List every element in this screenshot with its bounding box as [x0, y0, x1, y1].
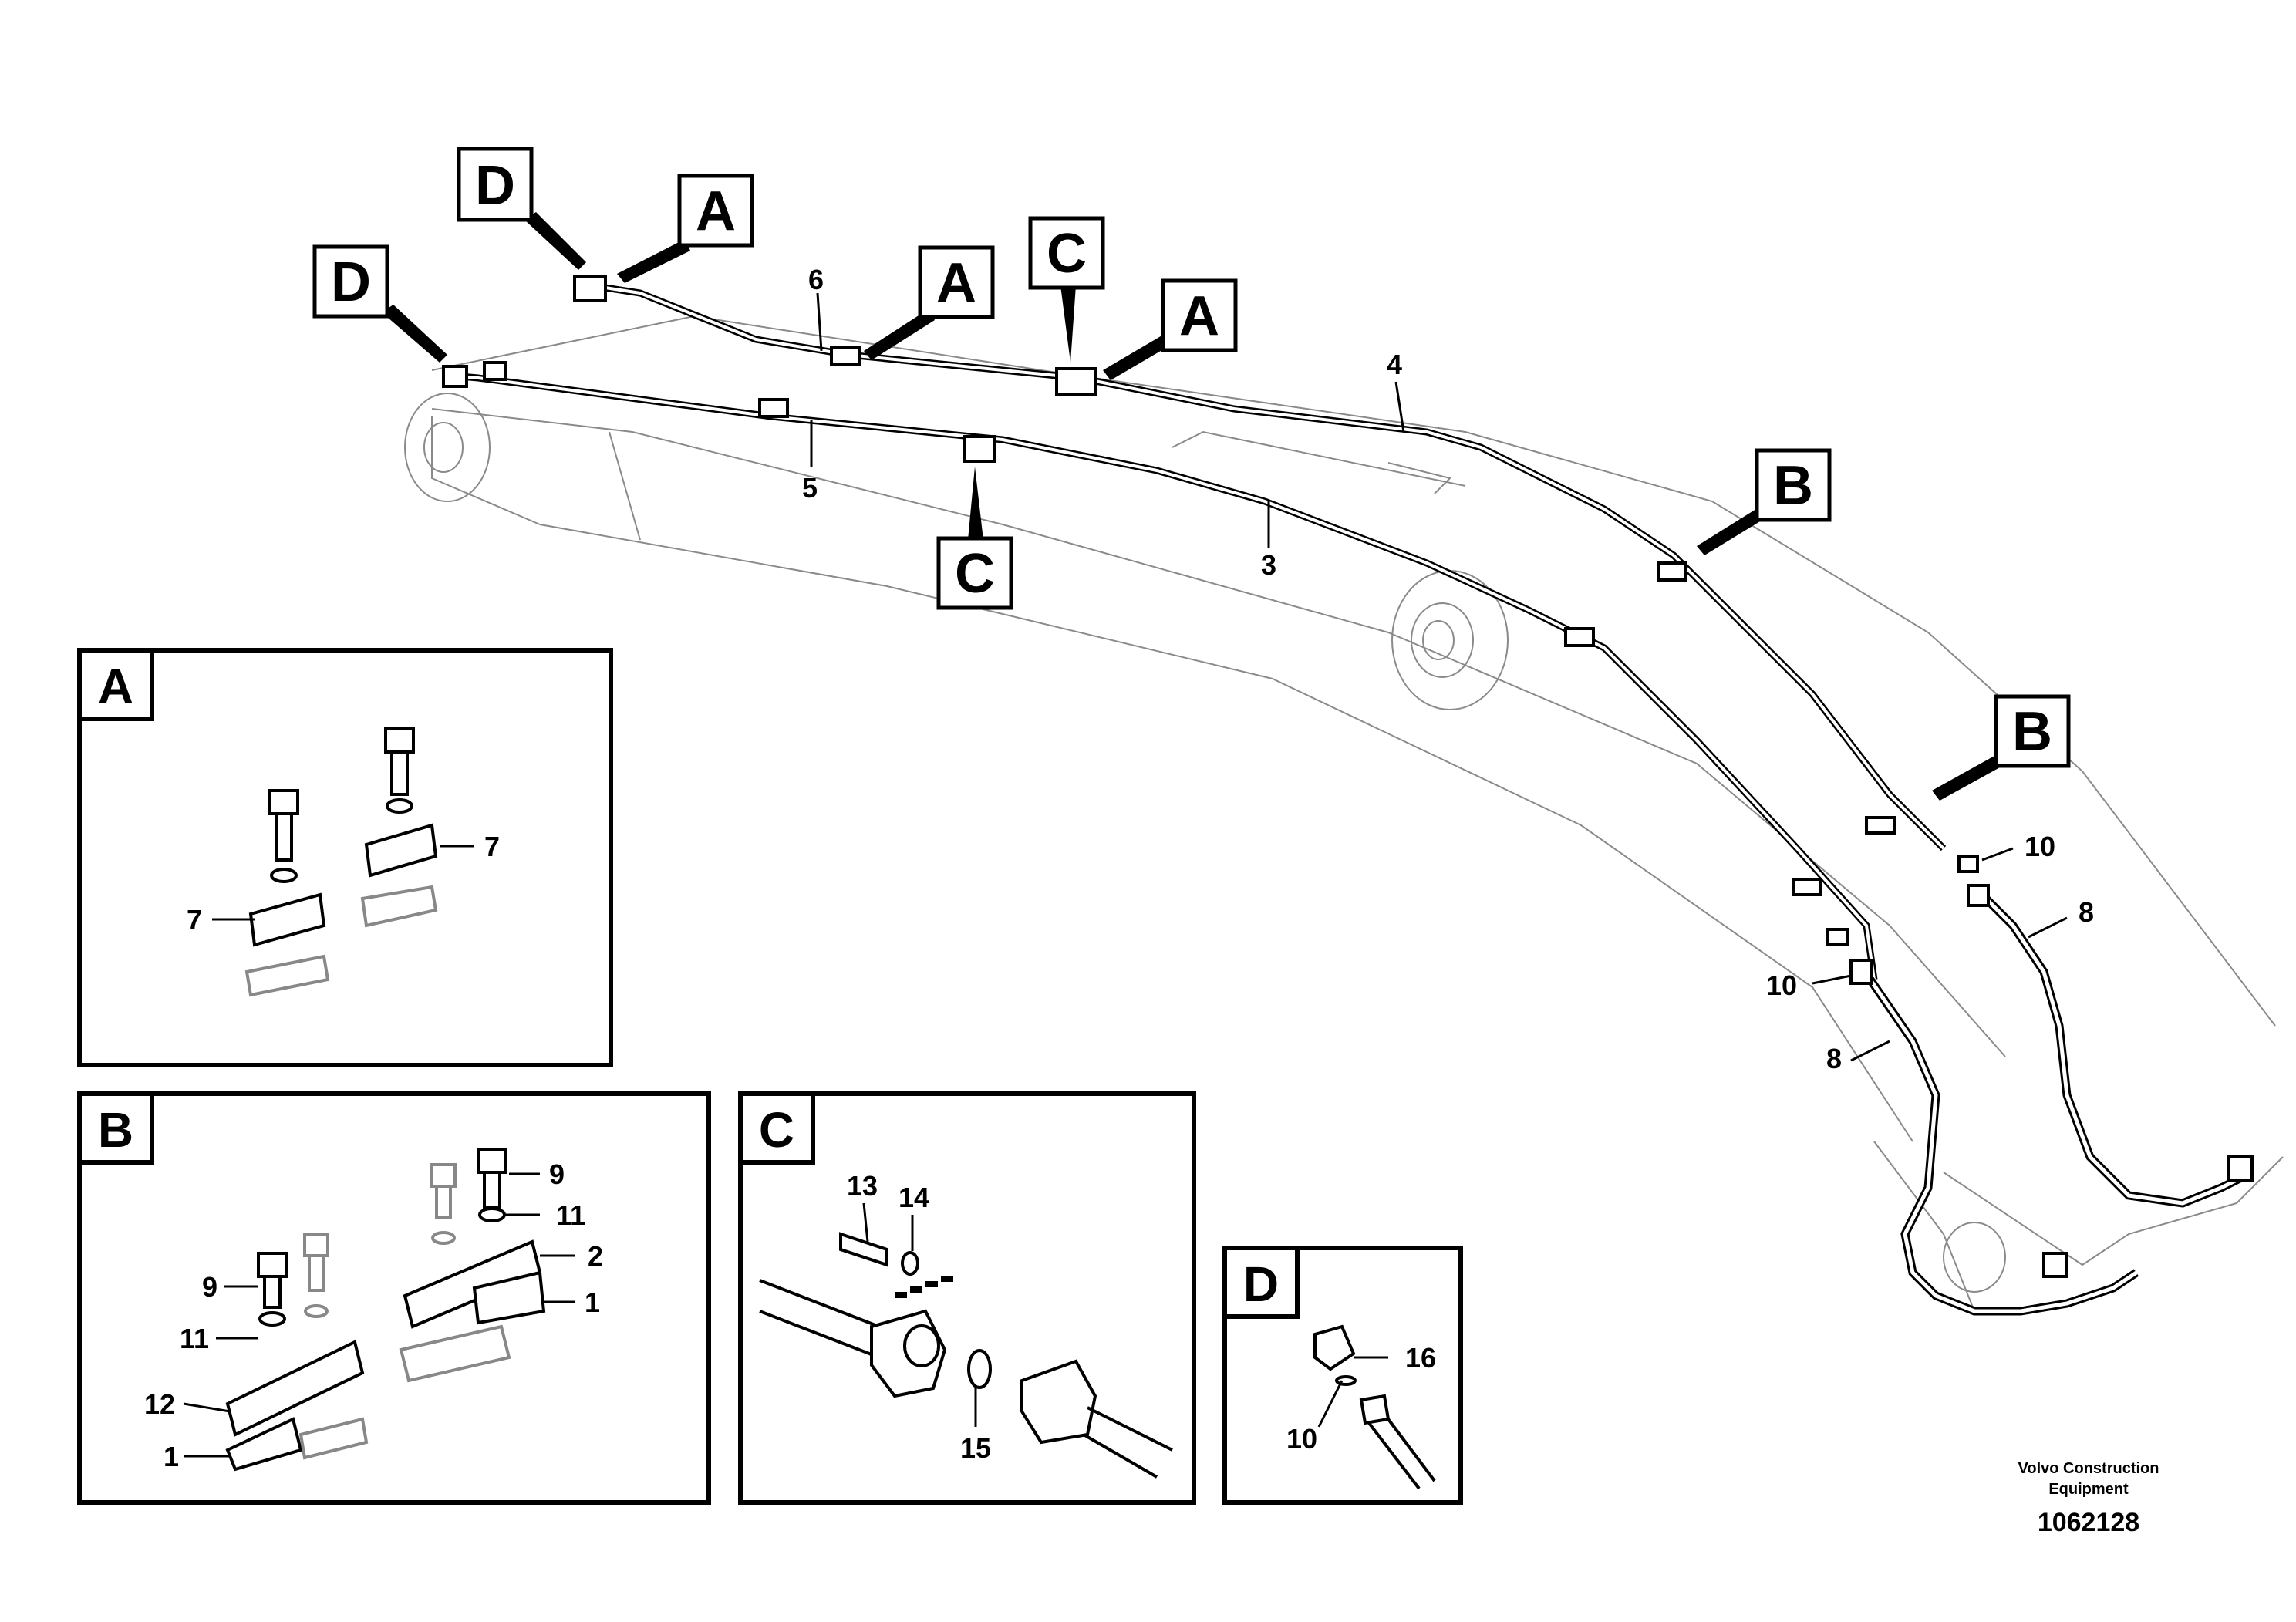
inset-c-label-15: 15: [960, 1432, 991, 1464]
callout-d-top: D: [457, 147, 586, 270]
inset-b-label-9-left: 9: [202, 1271, 217, 1303]
main-position-numbers: 6 4 5 3 10 8 10 8: [802, 264, 2094, 1074]
inset-d-label-10: 10: [1286, 1423, 1317, 1455]
brand-footer: Volvo Construction Equipment 1062128: [2018, 1460, 2159, 1537]
inset-b-label-1-left: 1: [164, 1441, 179, 1472]
brand-line-1: Volvo Construction: [2018, 1460, 2159, 1477]
callout-c-bottom: C: [936, 467, 1013, 610]
callout-d-left: D: [312, 244, 447, 363]
inset-b: B 9 11 2 1: [77, 1091, 711, 1505]
callout-a-mid-label: A: [936, 252, 976, 314]
inset-a-label-7-right: 7: [484, 831, 500, 862]
inset-d-label-16: 16: [1405, 1342, 1436, 1374]
inset-a-letter: A: [98, 659, 133, 714]
callout-b-upper: B: [1697, 448, 1832, 555]
inset-a-label-7-left: 7: [187, 904, 202, 936]
callout-c-top-label: C: [1047, 223, 1087, 285]
callout-a-mid: A: [864, 245, 995, 360]
inset-c-parts: [759, 1232, 1173, 1479]
pos-10-left: 10: [1766, 969, 1797, 1001]
callout-a-top: A: [617, 174, 754, 283]
hose-8-right: [1971, 884, 2254, 1208]
pos-8-right: 8: [2079, 896, 2094, 928]
inset-c-dash: [895, 1276, 953, 1298]
callout-a-top-label: A: [696, 180, 736, 242]
inset-d-parts: [1313, 1324, 1436, 1490]
inset-b-label-2: 2: [588, 1240, 603, 1272]
pos-8-left: 8: [1826, 1043, 1842, 1074]
inset-b-parts: [225, 1148, 546, 1472]
inset-a-parts: [244, 727, 438, 997]
inset-c: C 13 14 15: [738, 1091, 1196, 1505]
pipe-5: [450, 372, 1878, 980]
callout-b-lower: B: [1932, 694, 2071, 801]
callout-a-right-label: A: [1179, 285, 1219, 347]
inset-c-label-13: 13: [847, 1170, 878, 1202]
pos-6: 6: [808, 264, 824, 295]
callout-c-top: C: [1028, 216, 1105, 363]
callout-c-bottom-label: C: [955, 543, 995, 605]
pipe-clamps: [442, 275, 2254, 1278]
pos-4: 4: [1387, 349, 1402, 380]
callout-b-upper-label: B: [1773, 455, 1813, 517]
callout-d-top-label: D: [475, 155, 515, 217]
hose-8-left: [1866, 976, 2139, 1316]
brand-line-2: Equipment: [2048, 1481, 2129, 1498]
inset-b-label-11-right: 11: [556, 1199, 585, 1231]
inset-d-letter: D: [1243, 1256, 1279, 1312]
inset-c-letter: C: [759, 1102, 794, 1158]
pos-10-right: 10: [2025, 831, 2055, 862]
pipe-6: [589, 282, 1947, 851]
inset-d: D 16 10: [1222, 1246, 1463, 1505]
inset-c-label-14: 14: [899, 1182, 929, 1213]
inset-b-label-12: 12: [144, 1388, 175, 1420]
inset-a: A 7 7: [77, 648, 613, 1067]
boom-pin-nose: [1943, 1222, 2006, 1293]
callout-a-right: A: [1103, 278, 1238, 380]
boom-pin-left: [404, 393, 491, 502]
callout-d-left-label: D: [331, 251, 371, 313]
callout-b-lower-label: B: [2012, 701, 2052, 763]
pos-5: 5: [802, 472, 818, 504]
pos-3: 3: [1261, 549, 1276, 581]
inset-b-label-1-right: 1: [585, 1286, 600, 1318]
inset-b-label-11-left: 11: [180, 1323, 209, 1354]
inset-b-letter: B: [98, 1102, 133, 1158]
part-id: 1062128: [2038, 1508, 2139, 1537]
inset-b-label-9-right: 9: [549, 1158, 565, 1190]
